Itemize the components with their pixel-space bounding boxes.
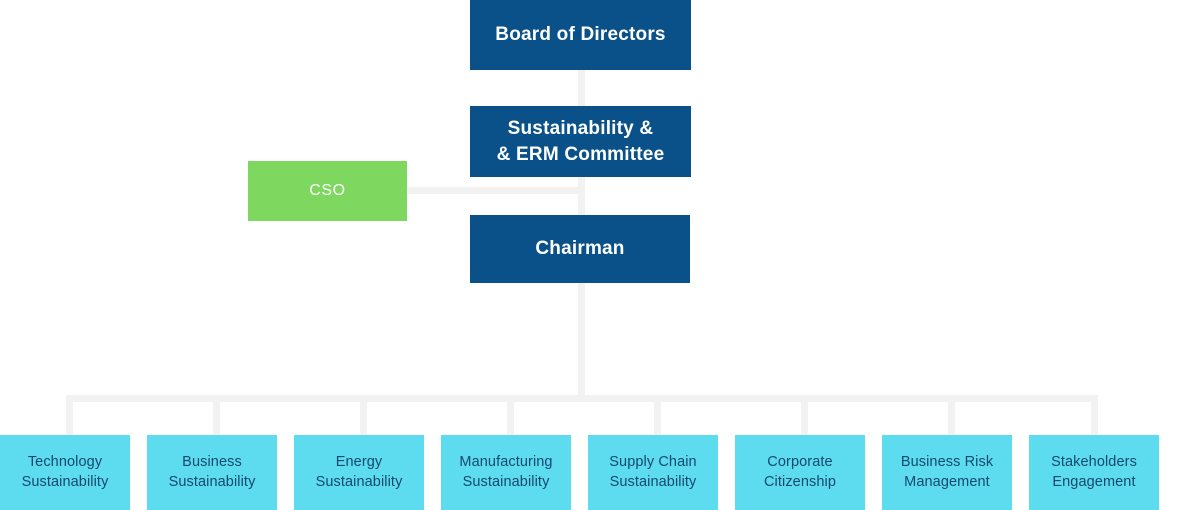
connector-horizontal-bus: [66, 395, 1098, 402]
connector-drop-unit-4: [507, 395, 514, 435]
node-cso-label: CSO: [309, 182, 346, 200]
node-board-of-directors-label: Board of Directors: [495, 24, 666, 46]
node-unit-supply-chain-sustainability[interactable]: Supply Chain Sustainability: [588, 435, 718, 510]
node-unit-label: Energy Sustainability: [315, 454, 403, 490]
node-unit-label: Stakeholders Engagement: [1051, 454, 1137, 490]
connector-drop-unit-2: [213, 395, 220, 435]
node-unit-label: Manufacturing Sustainability: [459, 454, 553, 490]
node-unit-label: Business Sustainability: [168, 454, 256, 490]
connector-drop-unit-3: [360, 395, 367, 435]
node-unit-label: Technology Sustainability: [21, 454, 109, 490]
connector-drop-unit-5: [654, 395, 661, 435]
node-chairman[interactable]: Chairman: [470, 215, 690, 283]
node-sustainability-erm-committee[interactable]: Sustainability & & ERM Committee: [470, 106, 691, 177]
node-unit-energy-sustainability[interactable]: Energy Sustainability: [294, 435, 424, 510]
node-unit-technology-sustainability[interactable]: Technology Sustainability: [0, 435, 130, 510]
connector-drop-unit-8: [1091, 395, 1098, 435]
node-unit-stakeholders-engagement[interactable]: Stakeholders Engagement: [1029, 435, 1159, 510]
connector-committee-to-chairman: [578, 177, 585, 219]
connector-drop-unit-7: [948, 395, 955, 435]
node-unit-label: Corporate Citizenship: [763, 454, 837, 490]
node-chairman-label: Chairman: [535, 238, 625, 260]
node-unit-corporate-citizenship[interactable]: Corporate Citizenship: [735, 435, 865, 510]
node-board-of-directors[interactable]: Board of Directors: [470, 0, 691, 70]
node-sustainability-erm-committee-label: Sustainability & & ERM Committee: [496, 118, 665, 165]
node-unit-label: Supply Chain Sustainability: [609, 454, 697, 490]
connector-board-to-committee: [578, 70, 585, 106]
connector-chairman-to-bus: [578, 283, 585, 395]
node-unit-business-risk-management[interactable]: Business Risk Management: [882, 435, 1012, 510]
connector-cso-to-trunk: [407, 187, 585, 194]
node-cso[interactable]: CSO: [248, 161, 407, 221]
node-unit-business-sustainability[interactable]: Business Sustainability: [147, 435, 277, 510]
connector-drop-unit-1: [66, 395, 73, 435]
connector-drop-unit-6: [801, 395, 808, 435]
node-unit-label: Business Risk Management: [900, 454, 994, 490]
node-unit-manufacturing-sustainability[interactable]: Manufacturing Sustainability: [441, 435, 571, 510]
